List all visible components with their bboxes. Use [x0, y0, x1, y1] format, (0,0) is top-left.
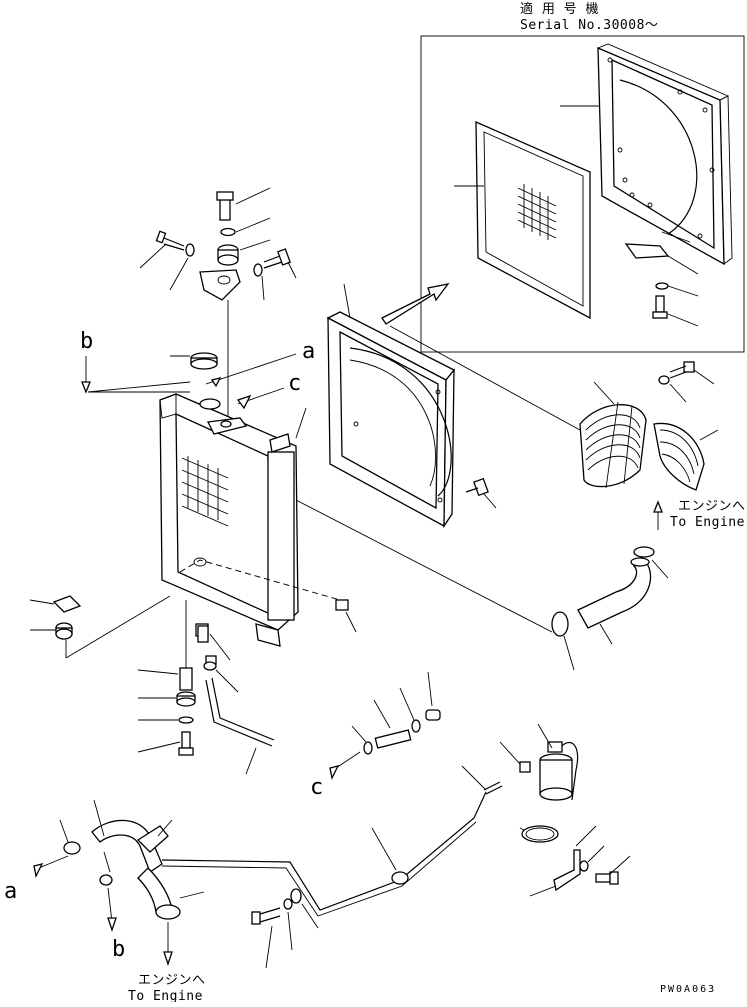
mount-bolt: [178, 731, 194, 756]
callout-b-top: b: [80, 329, 93, 354]
bracket-bolt: [595, 871, 619, 885]
inset-fan-shroud: [596, 43, 733, 266]
inset-grille-screen: [475, 120, 591, 320]
a-pointer: [205, 353, 297, 388]
fan-guard-right: [653, 422, 705, 491]
side-washer-left: [185, 243, 195, 257]
applicable-model-label: 適 用 号 機: [520, 1, 599, 17]
fan-guard-left: [579, 401, 647, 489]
serial-variant-inset: [420, 35, 745, 353]
drain-plug: [335, 599, 357, 633]
tube-clip-1: [391, 871, 409, 885]
drain-elbow: [197, 625, 231, 661]
inset-bolt: [652, 295, 668, 319]
serial-number-label: Serial No.30008～: [520, 18, 658, 33]
c-pointer: [236, 387, 285, 410]
reservoir-bracket: [529, 849, 581, 897]
bushing: [217, 244, 239, 266]
upper-hose: [577, 557, 652, 629]
to-engine-en-lower: To Engine: [128, 989, 203, 1002]
top-bolt: [216, 191, 234, 221]
side-washer-right: [253, 263, 263, 277]
connect-line-lower: [295, 499, 553, 633]
radiator-filler-neck: [199, 398, 248, 435]
drawing-code: PW0A063: [660, 984, 716, 995]
lower-bent-hose: [91, 819, 163, 873]
cushion: [55, 622, 73, 640]
bracket-washer: [579, 860, 589, 872]
clamp-small-b: [99, 874, 113, 886]
a-pointer-bottom: [33, 855, 69, 878]
side-bolt-right: [263, 248, 291, 269]
callout-c-top: c: [288, 371, 301, 396]
clamp-small-left: [63, 841, 81, 855]
fan-shroud: [326, 311, 456, 529]
mount-washer: [178, 716, 194, 724]
shroud-bolt: [465, 477, 497, 509]
hose-clamp-upper: [633, 546, 655, 558]
inset-pointer-arrow: [381, 283, 450, 325]
reservoir-cap: [519, 761, 531, 773]
callout-c-mid: c: [310, 775, 323, 800]
fitting-washer-1: [363, 741, 373, 755]
callout-a-top: a: [302, 339, 315, 364]
overflow-tube: [161, 791, 487, 911]
fitting-washer-2: [411, 719, 421, 733]
tube-bolt: [251, 907, 281, 925]
overflow-pipe: [483, 781, 503, 795]
reservoir-tank: [539, 741, 579, 801]
connect-line-upper: [389, 325, 581, 431]
bracket: [199, 269, 241, 301]
reservoir-band: [519, 825, 559, 843]
cap-assembly: [139, 187, 297, 420]
fitting-elbow: [425, 709, 441, 721]
inset-plate: [624, 243, 670, 259]
rubber-pad: [52, 595, 82, 613]
tube-washer: [283, 898, 293, 910]
guard-bolt: [658, 361, 695, 385]
to-engine-en-upper: To Engine: [670, 515, 745, 530]
b-connector: [81, 356, 191, 394]
mount-spacer: [179, 667, 193, 691]
b-pointer-bottom: [107, 887, 117, 933]
to-engine-jp-lower: エンジンへ: [138, 973, 206, 988]
to-engine-arrow-upper: [653, 500, 663, 530]
top-washer: [220, 227, 236, 237]
inset-washer: [655, 282, 669, 290]
to-engine-arrow-lower: [163, 922, 173, 967]
to-engine-jp-upper: エンジンへ: [678, 499, 746, 514]
callout-a-bottom: a: [4, 879, 17, 904]
drain-tube: [205, 677, 275, 775]
drain-clip: [203, 661, 239, 693]
callout-b-bottom: b: [112, 937, 125, 962]
fitting-nipple: [374, 729, 412, 749]
radiator: [159, 393, 299, 665]
c-pointer-middle: [329, 751, 361, 780]
tube-clip-2: [290, 888, 302, 904]
hose-clamp-lower: [551, 611, 569, 637]
side-bolt-left: [155, 230, 185, 251]
clamp-large-bottom: [155, 904, 181, 920]
cap-nut: [190, 352, 218, 370]
mount-cushion: [176, 691, 196, 707]
hidden-line: [179, 559, 341, 601]
